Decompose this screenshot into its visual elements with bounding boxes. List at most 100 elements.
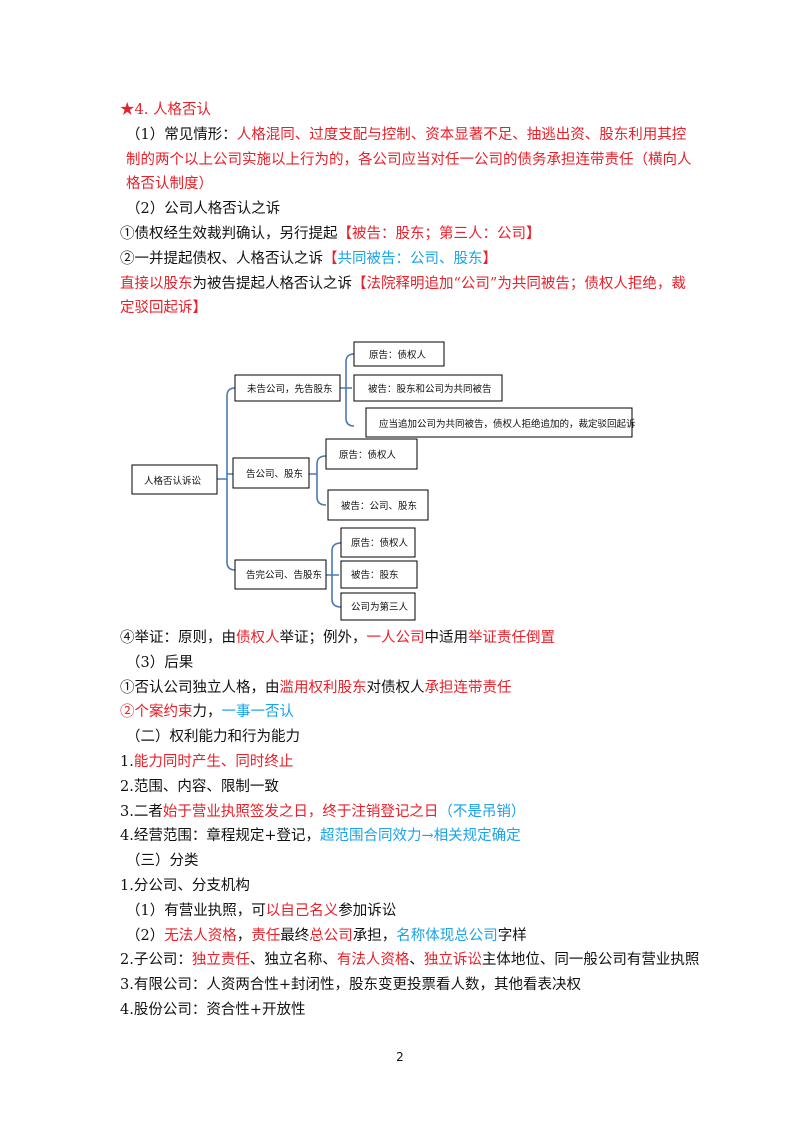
consequence-2: ②个案约束力，一事一否认 (120, 700, 700, 725)
branch1-child2-box (353, 374, 503, 402)
item3-bracket: 【法院释明追加“公司”为共同被告；债权人拒绝，裁定驳回起诉】 (120, 275, 686, 317)
item4-a: ④举证：原则，由 (120, 630, 236, 646)
branch3-child2-label: 被告：股东 (351, 569, 399, 581)
c1b-e: 最终 (280, 927, 310, 944)
c1b-a: （2） (126, 927, 165, 944)
branch2-child2-box (327, 489, 429, 521)
c1a-a: （1）有营业执照，可 (126, 902, 266, 919)
c2-g: 主体地位、同一般公司有营业执照 (481, 952, 700, 969)
branch3-connector (326, 542, 342, 608)
branch2-connector (309, 455, 327, 506)
item2-text: ②一并提起债权、人格否认之诉 (120, 250, 323, 267)
cons1-d: 承担连带责任 (424, 679, 512, 696)
lawsuit-item-4: ④举证：原则，由债权人举证；例外，一人公司中适用举证责任倒置 (120, 626, 700, 651)
c1b-i: 字样 (497, 927, 527, 944)
c2-f: 独立诉讼 (423, 952, 482, 969)
consequence-heading: （3）后果 (126, 654, 194, 671)
branch2-child1-box (325, 438, 418, 470)
branch1-connector (340, 353, 355, 427)
c1b-d: 责任 (251, 927, 281, 944)
ab1-a: 1. (120, 753, 134, 770)
ab4-a: 4.经营范围：章程规定+登记， (120, 828, 320, 845)
ability-heading: （二）权利能力和行为能力 (126, 729, 300, 746)
c2-e: 、 (409, 952, 424, 969)
branch1-child3-label: 应当追加公司为共同被告，债权人拒绝追加的，裁定驳回起诉 (379, 418, 636, 430)
cons1-a: ①否认公司独立人格，由 (120, 679, 280, 696)
c1b-h: 名称体现总公司 (396, 927, 498, 944)
c2-c: 、独立名称、 (249, 952, 337, 969)
class-1b: （2）无法人资格，责任最终总公司承担，名称体现总公司字样 (120, 924, 700, 949)
root-box (131, 464, 218, 495)
lawsuit-tree-diagram: 人格否认诉讼 未告公司，先告股东 原告：债权人 被告：股东和公司为共同被告 应当… (120, 334, 680, 630)
ability-2: 2.范围、内容、限制一致 (120, 778, 279, 795)
ab4-b: 超范围合同效力→相关规定确定 (319, 828, 521, 845)
ability-4: 4.经营范围：章程规定+登记，超范围合同效力→相关规定确定 (120, 824, 700, 849)
item4-f: 举证责任倒置 (468, 630, 555, 646)
item2-bracket-text: 共同被告：公司、股东 (337, 250, 483, 267)
ab3-a: 3.二者 (120, 803, 163, 820)
root-label: 人格否认诉讼 (144, 475, 202, 487)
item4-d: 一人公司 (366, 630, 425, 646)
c1a-c: 参加诉讼 (338, 902, 397, 919)
branch3-child1-box (340, 527, 416, 558)
class-2: 2.子公司：独立责任、独立名称、有法人资格、独立诉讼主体地位、同一般公司有营业执… (120, 948, 700, 973)
branch1-child1-box (353, 341, 445, 367)
item2-bracket-close: 】 (482, 250, 498, 267)
tree-svg: 人格否认诉讼 未告公司，先告股东 原告：债权人 被告：股东和公司为共同被告 应当… (131, 341, 636, 621)
item4-e: 中适用 (424, 630, 469, 646)
common-cases-text: 人格混同、过度支配与控制、资本显著不足、抽逃出资、股东利用其控制的两个以上公司实… (126, 126, 692, 193)
branch2-label: 告公司、股东 (246, 468, 303, 480)
c1b-g: 承担， (352, 927, 397, 944)
section-title: ★4. 人格否认 (120, 102, 211, 118)
branch1-box (234, 374, 341, 402)
lawsuit-item-2: ②一并提起债权、人格否认之诉【共同被告：公司、股东】 (120, 247, 700, 272)
lawsuit-item-1: ①债权经生效裁判确认，另行提起【被告：股东；第三人：公司】 (120, 222, 700, 247)
root-connector (217, 387, 236, 571)
branch2-child1-label: 原告：债权人 (339, 449, 397, 461)
branch1-child1-label: 原告：债权人 (369, 349, 427, 361)
lawsuit-heading: （2）公司人格否认之诉 (126, 201, 281, 218)
item4-c: 举证；例外， (279, 630, 367, 646)
c1b-c: ， (236, 927, 252, 944)
branch3-child3-box (340, 592, 416, 621)
item4-b: 债权人 (236, 630, 280, 646)
branch1-child2-label: 被告：股东和公司为共同被告 (368, 383, 492, 395)
item1-bracket: 【被告：股东；第三人：公司】 (337, 225, 541, 242)
item3-red: 直接以股东 (120, 275, 193, 292)
c2-d: 有法人资格 (336, 952, 410, 969)
branch3-label: 告完公司、告股东 (246, 569, 322, 581)
branch2-child2-label: 被告：公司、股东 (341, 500, 417, 512)
c1b-f: 总公司 (309, 927, 353, 944)
branch1-label: 未告公司，先告股东 (247, 383, 333, 395)
ability-1: 1.能力同时产生、同时终止 (120, 750, 700, 775)
item3-text: 为被告提起人格否认之诉 (192, 275, 353, 292)
item2-bracket-open: 【 (323, 250, 338, 267)
common-cases-label: （1）常见情形： (126, 126, 237, 143)
lawsuit-item-3: 直接以股东为被告提起人格否认之诉【法院释明追加“公司”为共同被告；债权人拒绝，裁… (120, 272, 700, 322)
cons2-b: 力， (192, 704, 222, 721)
ability-3: 3.二者始于营业执照签发之日，终于注销登记之日（不是吊销） (120, 800, 700, 825)
page-number: 2 (396, 1050, 404, 1064)
cons2-c: 一事一否认 (221, 704, 295, 721)
c2-a: 2.子公司： (120, 952, 192, 969)
class-4: 4.股份公司：资合性+开放性 (120, 1001, 306, 1018)
ab3-b: 始于营业执照签发之日，终于注销登记之日 (162, 803, 439, 820)
branch2-box (232, 457, 310, 489)
ab1-b: 能力同时产生、同时终止 (133, 753, 294, 770)
c1b-b: 无法人资格 (164, 927, 237, 944)
common-cases-paragraph: （1）常见情形：人格混同、过度支配与控制、资本显著不足、抽逃出资、股东利用其控制… (120, 123, 700, 197)
branch1-child3-box (365, 407, 633, 438)
branch3-child2-box (340, 560, 418, 589)
cons1-b: 滥用权利股东 (279, 679, 367, 696)
cons1-c: 对债权人 (366, 679, 425, 696)
cons2-a: ②个案约束 (120, 704, 193, 721)
c1a-b: 以自己名义 (265, 902, 339, 919)
class-heading: （三）分类 (126, 853, 199, 870)
item1-text: ①债权经生效裁判确认，另行提起 (120, 225, 338, 242)
section-top: ★4. 人格否认 （1）常见情形：人格混同、过度支配与控制、资本显著不足、抽逃出… (120, 98, 700, 321)
branch3-child3-label: 公司为第三人 (351, 601, 409, 613)
class-3: 3.有限公司：人资两合性+封闭性，股东变更投票看人数，其他看表决权 (120, 977, 581, 994)
class-1a: （1）有营业执照，可以自己名义参加诉讼 (120, 899, 700, 924)
branch3-box (234, 559, 327, 590)
